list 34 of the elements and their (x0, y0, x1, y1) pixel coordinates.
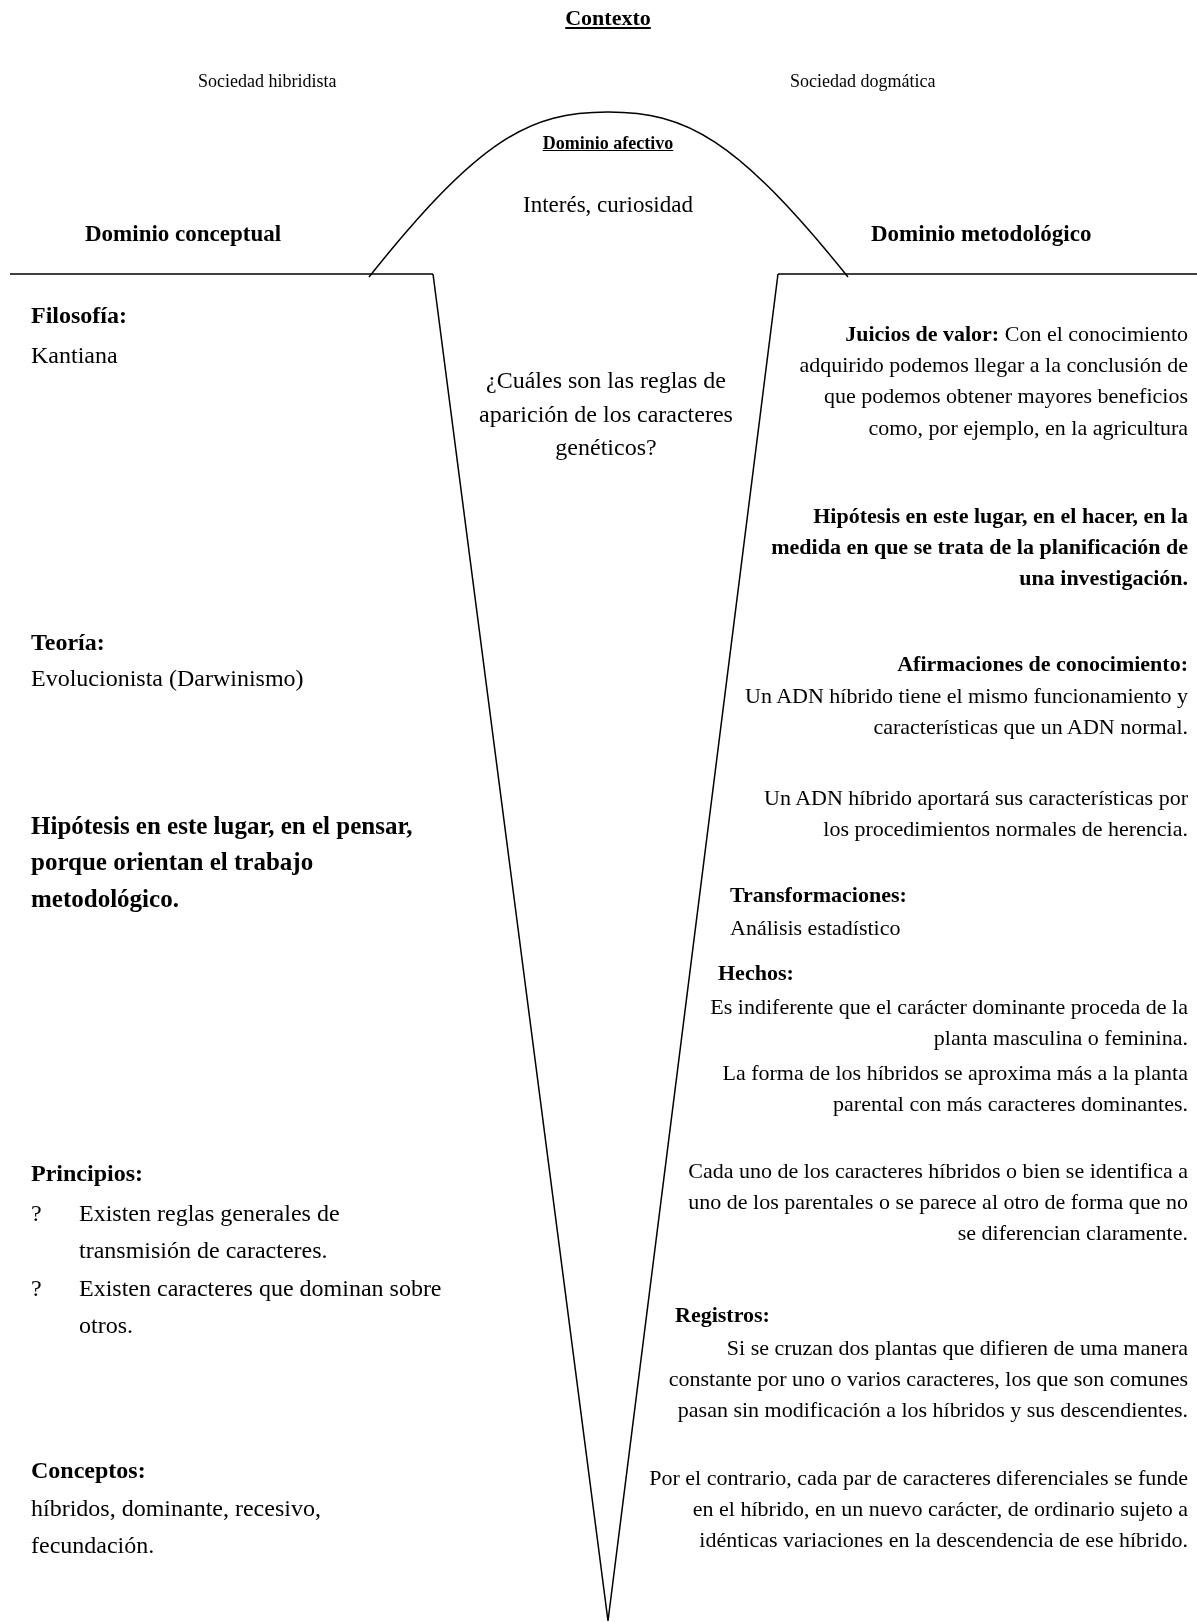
section-text: Cada uno de los caracteres híbridos o bien se identifica a uno de los parentales o se parece al otro de forma que no se diferencian claramente. (687, 1157, 1188, 1248)
hypothesis-text: Hipótesis en este lugar, en el pensar, porque orientan el trabajo metodológico. (31, 811, 414, 914)
bullet-mark: ? (31, 1199, 43, 1228)
section-text: Un ADN híbrido aportará sus características por los procedimientos normales de herencia. (763, 784, 1188, 844)
section-heading: Registros: (675, 1301, 771, 1329)
section-text: Juicios de valor: Con el conocimiento adquirido podemos llegar a la conclusión de que podemos obtener mayores beneficios como, por ejemplo, en la agricultura (798, 320, 1188, 442)
bullet-mark: ? (31, 1274, 43, 1303)
focus-question: ¿Cuáles son las reglas de aparición de los caracteres genéticos? (478, 366, 734, 463)
section-text: Análisis estadístico (730, 914, 902, 942)
hypothesis-text: Hipótesis en este lugar, en el hacer, en la medida en que se trata de la planificación de una investigación. (770, 502, 1188, 593)
section-text: Un ADN híbrido tiene el mismo funcionamiento y características que un ADN normal. (745, 682, 1188, 742)
section-heading: Principios: (31, 1159, 144, 1188)
section-text: Por el contrario, cada par de caracteres diferenciales se funde en el híbrido, en un nuevo carácter, de ordinario sujeto a idénticas variaciones en la descendencia de ese híbrido. (648, 1464, 1188, 1555)
bullet-text: Existen caracteres que dominan sobre otros. (79, 1274, 443, 1341)
section-heading: Conceptos: (31, 1456, 147, 1485)
section-text: Evolucionista (Darwinismo) (31, 664, 305, 693)
domain-heading: Dominio metodológico (871, 220, 1093, 248)
section-heading: Teoría: (31, 628, 106, 657)
domain-text: Interés, curiosidad (522, 191, 694, 219)
section-text: Es indiferente que el carácter dominante proceda de la planta masculina o feminina. (709, 993, 1188, 1053)
context-label: Sociedad dogmática (790, 70, 937, 93)
title: Contexto (564, 4, 652, 32)
section-text: La forma de los híbridos se aproxima más a la planta parental con más caracteres dominantes. (721, 1059, 1188, 1119)
section-heading: Filosofía: (31, 301, 128, 330)
section-text: híbridos, dominante, recesivo, fecundación. (31, 1494, 322, 1561)
section-heading: Afirmaciones de conocimiento: (896, 650, 1188, 678)
section-heading: Transformaciones: (730, 881, 908, 909)
domain-heading: Dominio conceptual (85, 220, 283, 248)
domain-heading: Dominio afectivo (541, 132, 675, 155)
section-text: Si se cruzan dos plantas que difieren de uma manera constante por uno o varios caracteres, los que son comunes pasan sin modificación a los híbridos y sus descendientes. (667, 1334, 1188, 1425)
bullet-text: Existen reglas generales de transmisión de caracteres. (79, 1199, 341, 1266)
section-heading: Hechos: (718, 959, 795, 987)
context-label: Sociedad hibridista (198, 70, 338, 93)
section-text: Kantiana (31, 341, 119, 370)
